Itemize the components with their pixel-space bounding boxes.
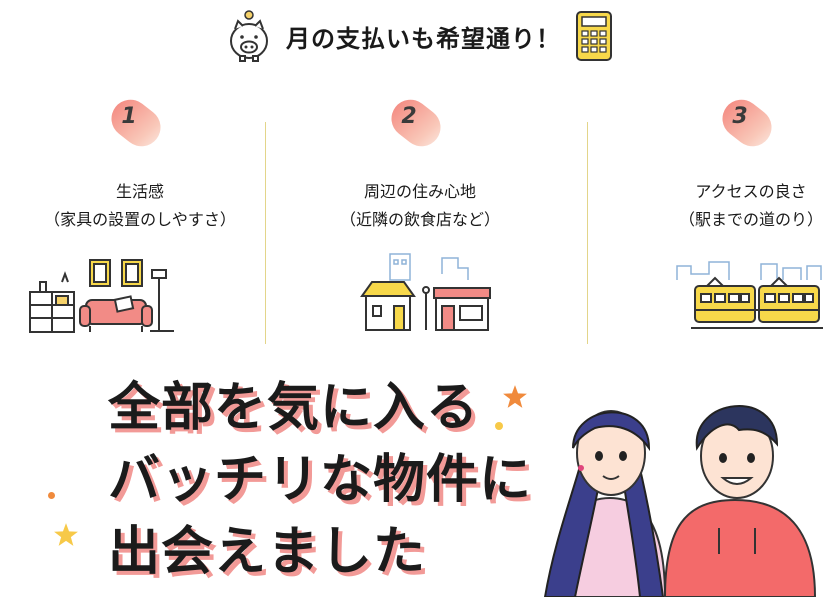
number-badge: 1 bbox=[103, 92, 169, 154]
living-room-furniture-icon bbox=[29, 259, 174, 333]
feature-1: 1 生活感 （家具の設置のしやすさ） bbox=[0, 92, 280, 346]
couple-illustration-icon bbox=[543, 405, 817, 597]
main-copy: 全部を気に入る バッチリな物件に 出会えました bbox=[108, 372, 533, 588]
feature-3: 3 アクセスの良さ （駅までの道のり） bbox=[611, 92, 839, 346]
features-section: 1 生活感 （家具の設置のしやすさ） bbox=[0, 92, 839, 346]
headline-text: 月の支払いも希望通り！ bbox=[286, 24, 561, 53]
feature-subtitle: （近隣の飲食店など） bbox=[339, 210, 500, 229]
train-icon bbox=[676, 261, 823, 329]
calculator-icon bbox=[576, 11, 612, 61]
feature-title: 生活感 bbox=[115, 182, 164, 201]
feature-2: 2 周辺の住み心地 （近隣の飲食店など） bbox=[280, 92, 560, 346]
number-badge: 3 bbox=[714, 92, 780, 154]
main-copy-line-3: 出会えました bbox=[108, 522, 427, 582]
number-badge: 2 bbox=[383, 92, 449, 154]
piggy-bank-icon bbox=[230, 10, 268, 62]
divider bbox=[587, 122, 588, 344]
dot-decoration bbox=[48, 492, 55, 499]
dot-decoration bbox=[495, 422, 503, 430]
headline: 月の支払いも希望通り！ bbox=[0, 8, 839, 64]
main-copy-line-1: 全部を気に入る bbox=[108, 378, 480, 438]
star-icon bbox=[54, 523, 78, 546]
feature-title: 周辺の住み心地 bbox=[363, 182, 476, 201]
star-icon bbox=[503, 385, 527, 408]
feature-subtitle: （駅までの道のり） bbox=[678, 210, 823, 229]
feature-subtitle: （家具の設置のしやすさ） bbox=[44, 210, 236, 229]
divider bbox=[265, 122, 266, 344]
feature-title: アクセスの良さ bbox=[695, 182, 807, 201]
neighborhood-shops-icon bbox=[360, 253, 491, 331]
main-copy-line-2: バッチリな物件に bbox=[108, 450, 533, 510]
